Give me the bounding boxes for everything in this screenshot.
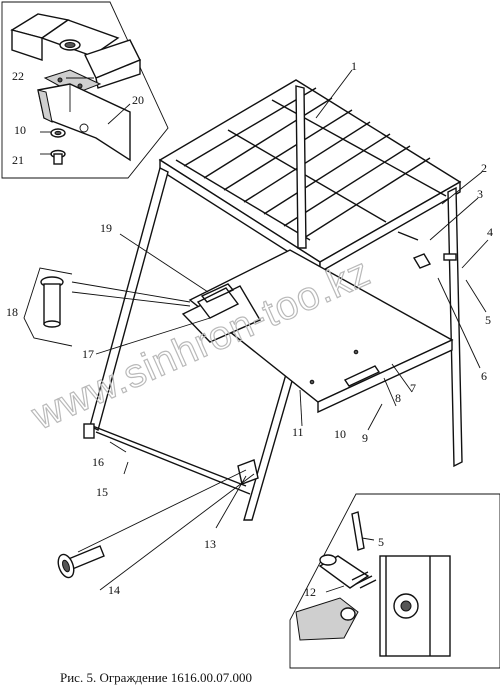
callout-11: 11 (292, 425, 304, 439)
callout-5: 5 (485, 313, 491, 327)
callout-16: 16 (92, 455, 104, 469)
callout-15: 15 (96, 485, 108, 499)
callout-5-inset: 5 (378, 535, 384, 549)
callout-7: 7 (410, 381, 416, 395)
callout-6: 6 (481, 369, 487, 383)
callout-4: 4 (487, 225, 493, 239)
callout-10: 10 (334, 427, 346, 441)
callout-19: 19 (100, 221, 112, 235)
callout-18: 18 (6, 305, 18, 319)
callout-9: 9 (362, 431, 368, 445)
callout-labels: 1 2 3 4 5 6 7 8 9 10 11 12 13 14 15 16 1… (6, 59, 493, 599)
detail-inset-hinge (1, 1, 169, 179)
detail-inset-latch (289, 493, 500, 669)
figure-caption: Рис. 5. Ограждение 1616.00.07.000 (60, 670, 252, 685)
callout-3: 3 (477, 187, 483, 201)
detail-pin (57, 545, 105, 579)
callout-10-inset: 10 (14, 123, 26, 137)
callout-21: 21 (12, 153, 24, 167)
detail-bushing (23, 267, 73, 347)
callout-2: 2 (481, 161, 487, 175)
callout-20: 20 (132, 93, 144, 107)
stand-frame (83, 79, 463, 521)
callout-17: 17 (82, 347, 94, 361)
callout-1: 1 (351, 59, 357, 73)
callout-14: 14 (108, 583, 120, 597)
callout-8: 8 (395, 391, 401, 405)
callout-12: 12 (304, 585, 316, 599)
callout-13: 13 (204, 537, 216, 551)
leader-lines (40, 69, 489, 593)
callout-22: 22 (12, 69, 24, 83)
